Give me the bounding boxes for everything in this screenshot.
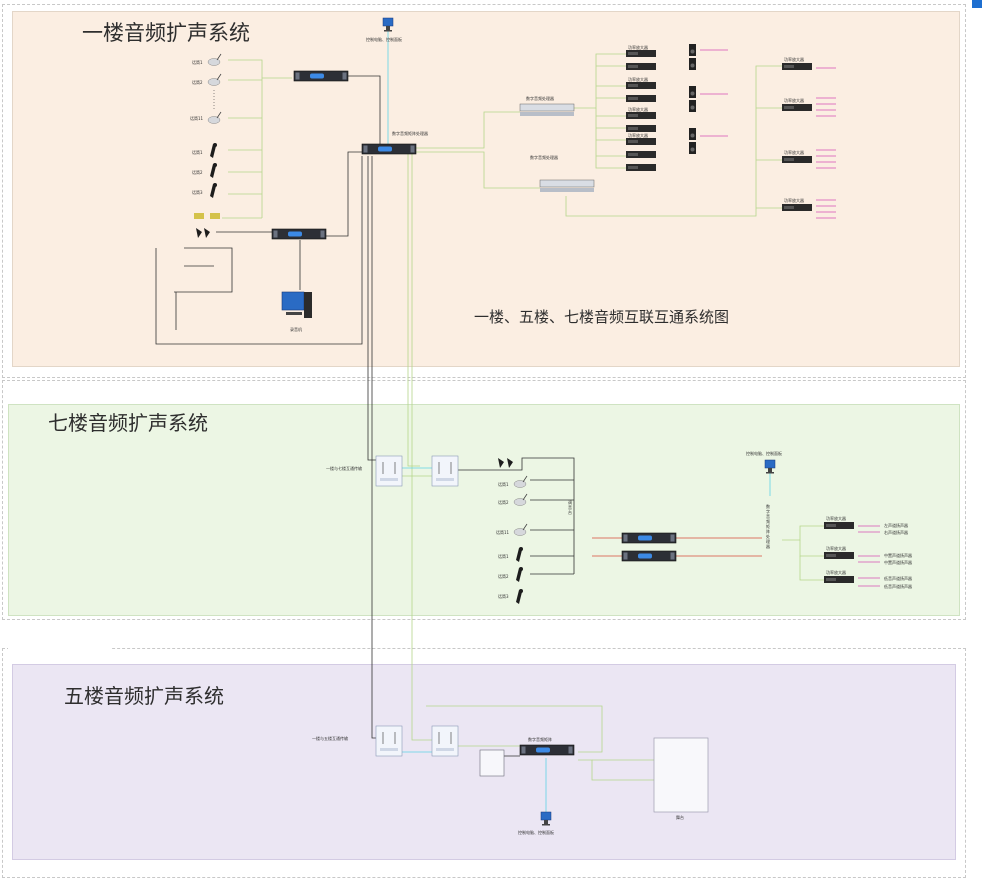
overlay-patch (8, 620, 112, 664)
f7-speaker-label: 低音声道扬声器 (884, 576, 912, 581)
f1-right-amp-label: 功率放大器 (784, 198, 804, 203)
f1-devices (194, 17, 812, 318)
f1-mic-label: 话筒3 (192, 190, 203, 195)
f1-mic-label: 话筒1 (192, 60, 203, 65)
f1-mic-label: 话筒2 (192, 80, 203, 85)
f1-right-amp-label: 功率放大器 (784, 150, 804, 155)
floor5-title: 五楼音频扩声系统 (64, 684, 224, 708)
f1-amp-label: 功率放大器 (628, 45, 648, 50)
f7-link-label: 一楼与七楼互通传输 (326, 466, 362, 471)
f7-mic-label: 话筒2 (498, 574, 509, 579)
f1-amp-label: 功率放大器 (628, 77, 648, 82)
f7-speaker-label: 右声道扬声器 (884, 530, 908, 535)
f5-control-pc-label: 控制电脑、控制面板 (518, 830, 554, 835)
f7-mic-label: 话筒11 (496, 530, 510, 535)
f7-speaker-label: 低音声道扬声器 (884, 584, 912, 589)
f1-mic-label: 话筒11 (190, 116, 204, 121)
f1-processor-a-label: 数字音频处理器 (526, 96, 554, 101)
floor1-title: 一楼音频扩声系统 (82, 21, 250, 45)
f7-matrix-label: 数字音频矩阵处理器 (766, 504, 770, 549)
f7-mic-label: 话筒1 (498, 482, 509, 487)
f7-speaker-label: 中置声道扬声器 (884, 553, 912, 558)
f7-amp-label: 功率放大器 (826, 516, 846, 521)
f5-processor-label: 数字音频矩阵 (528, 737, 552, 742)
f1-record-label: 录音机 (290, 327, 302, 332)
f7-mic-label: 话筒1 (498, 554, 509, 559)
f7-devices (375, 455, 854, 604)
f7-control-pc-label: 控制电脑、控制面板 (746, 451, 782, 456)
f5-devices (375, 725, 709, 826)
f7-amp-label: 功率放大器 (826, 546, 846, 551)
f1-matrix-label: 数字音频矩阵处理器 (392, 131, 428, 136)
f7-mic-label: 话筒3 (498, 594, 509, 599)
system-subtitle: 一楼、五楼、七楼音频互联互通系统图 (474, 308, 730, 326)
f1-right-amp-label: 功率放大器 (784, 98, 804, 103)
f7-speaker-label: 中置声道扬声器 (884, 560, 912, 565)
floor7-title: 七楼音频扩声系统 (48, 411, 208, 435)
f1-mic-bus (228, 59, 263, 218)
f1-mic-label: 话筒2 (192, 170, 203, 175)
floor1-frame (2, 4, 966, 378)
f7-mic-label: 话筒2 (498, 500, 509, 505)
f1-amp-label: 功率放大器 (628, 107, 648, 112)
f1-processor-b-label: 数字音频处理器 (530, 155, 558, 160)
floor1-panel (12, 11, 960, 367)
f7-mixer-label: 调音台 (568, 500, 572, 515)
f7-amp-label: 功率放大器 (826, 570, 846, 575)
floor7-panel (8, 404, 960, 616)
floor5-frame (2, 648, 966, 878)
f5-link-label: 一楼与五楼互通传输 (312, 736, 348, 741)
f7-speaker-label: 左声道扬声器 (884, 523, 908, 528)
f1-amp-label: 功率放大器 (628, 133, 648, 138)
f1-right-amp-label: 功率放大器 (784, 57, 804, 62)
f5-stage-label: 舞台 (676, 815, 684, 820)
f1-control-pc-label: 控制电脑、控制面板 (366, 37, 402, 42)
f1-mic-label: 话筒1 (192, 150, 203, 155)
floor7-frame (2, 380, 966, 620)
corner-accent (972, 0, 982, 8)
